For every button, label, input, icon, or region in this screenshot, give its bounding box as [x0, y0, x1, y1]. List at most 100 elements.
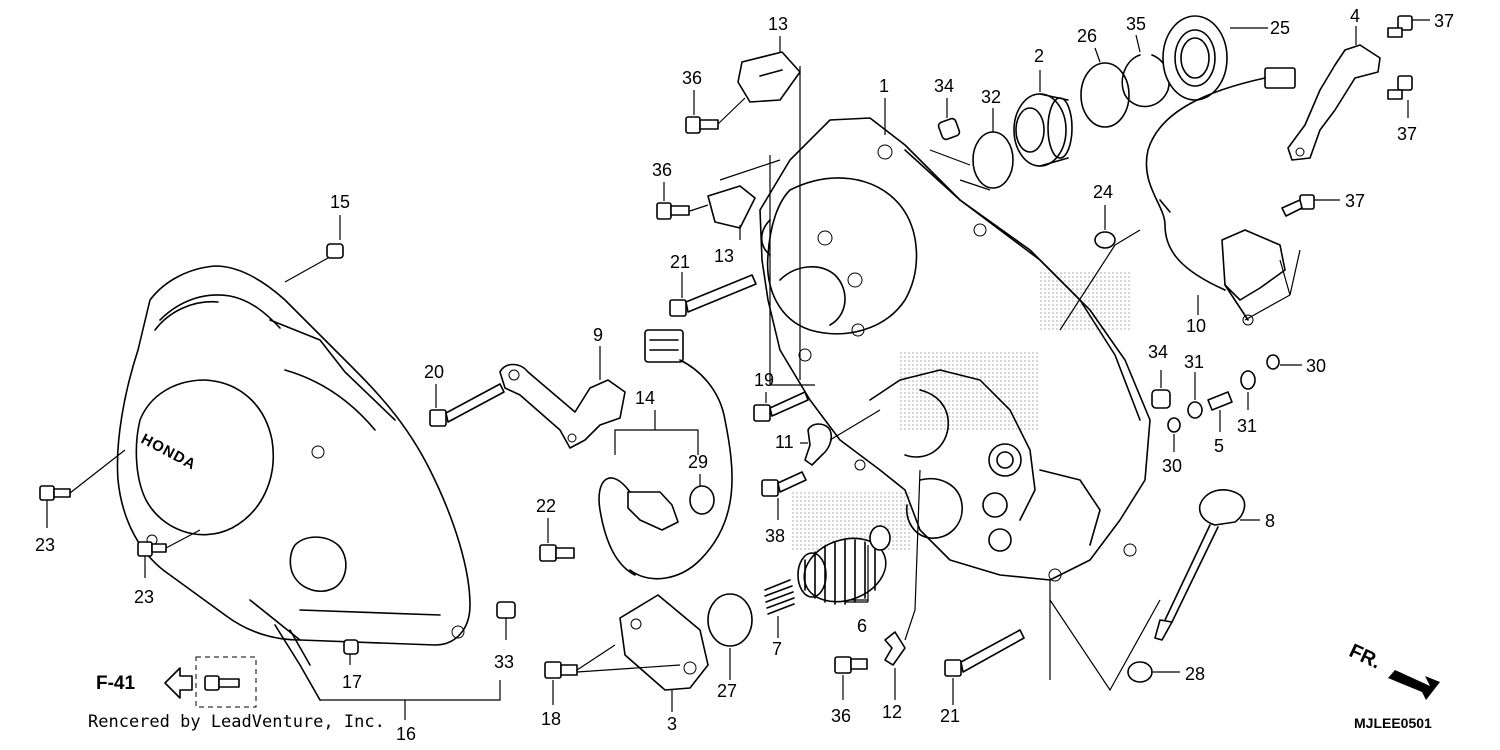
bolt-22[interactable]: [539, 518, 575, 562]
oil-filter-6[interactable]: [795, 525, 894, 613]
label-26: 26: [1077, 26, 1097, 46]
label-36-bottom: 36: [831, 706, 851, 726]
bracket-9[interactable]: [499, 346, 626, 449]
label-3: 3: [667, 714, 677, 734]
outer-cover[interactable]: HONDA: [116, 265, 471, 646]
part-11[interactable]: [800, 409, 881, 466]
bolt-5[interactable]: [1207, 391, 1233, 432]
label-2: 2: [1034, 46, 1044, 66]
label-22: 22: [536, 496, 556, 516]
bolt-37-top[interactable]: [1387, 15, 1430, 38]
label-37-lower: 37: [1345, 191, 1365, 211]
label-8: 8: [1265, 511, 1275, 531]
label-7: 7: [772, 639, 782, 659]
o-ring-29[interactable]: [689, 474, 715, 515]
label-23-upper: 23: [35, 535, 55, 555]
label-34-right: 34: [1148, 342, 1168, 362]
bracket-13-upper[interactable]: [737, 36, 801, 380]
label-16: 16: [396, 724, 416, 744]
label-35: 35: [1126, 14, 1146, 34]
label-9: 9: [593, 325, 603, 345]
sensor-10[interactable]: [1145, 67, 1301, 326]
clip-12[interactable]: [884, 469, 921, 700]
label-27: 27: [717, 681, 737, 701]
label-31-right: 31: [1237, 416, 1257, 436]
label-12: 12: [882, 702, 902, 722]
label-4: 4: [1350, 6, 1360, 26]
sensor-14[interactable]: [598, 329, 733, 580]
label-31-top: 31: [1184, 352, 1204, 372]
washer-31-left[interactable]: [1187, 372, 1203, 419]
o-ring-32[interactable]: [972, 108, 1014, 189]
label-14: 14: [635, 388, 655, 408]
label-28: 28: [1185, 664, 1205, 684]
bolt-37-middle[interactable]: [1387, 75, 1413, 118]
label-38: 38: [765, 526, 785, 546]
dipstick-8[interactable]: [1154, 489, 1260, 641]
bracket-4[interactable]: [1287, 26, 1381, 161]
bolt-20[interactable]: [429, 383, 505, 427]
label-36-middle: 36: [652, 160, 672, 180]
diagram-code: MJLEE0501: [1354, 715, 1432, 731]
dowel-pin-34-upper[interactable]: [937, 98, 961, 141]
label-6: 6: [857, 616, 867, 636]
bolt-15[interactable]: [284, 215, 344, 283]
bolt-38[interactable]: [761, 471, 807, 520]
label-33: 33: [494, 652, 514, 672]
bolt-36-lower[interactable]: [834, 656, 868, 700]
spring-7[interactable]: [764, 579, 795, 638]
front-arrow-icon: [1388, 670, 1440, 700]
label-20: 20: [424, 362, 444, 382]
label-37-middle: 37: [1397, 124, 1417, 144]
o-ring-26[interactable]: [1080, 47, 1130, 128]
bolt-21-upper[interactable]: [669, 272, 757, 317]
bolt-36-upper[interactable]: [685, 90, 746, 134]
label-5: 5: [1214, 436, 1224, 456]
label-19: 19: [754, 370, 774, 390]
label-24: 24: [1093, 182, 1113, 202]
bracket-16[interactable]: [274, 624, 501, 720]
washer-30-right[interactable]: [1266, 354, 1302, 370]
washer-31-right[interactable]: [1240, 370, 1256, 410]
label-29: 29: [688, 452, 708, 472]
dowel-34-right[interactable]: [1151, 370, 1171, 409]
o-ring-28[interactable]: [1127, 661, 1180, 683]
label-34-upper: 34: [934, 76, 954, 96]
label-13-upper: 13: [768, 14, 788, 34]
label-25: 25: [1270, 18, 1290, 38]
reference-box: [164, 656, 257, 708]
dowel-24[interactable]: [1059, 205, 1141, 331]
bolt-19[interactable]: [753, 391, 809, 422]
o-ring-27[interactable]: [707, 593, 753, 680]
label-1: 1: [879, 76, 889, 96]
bearing-25[interactable]: [1162, 15, 1268, 101]
label-23-lower: 23: [134, 587, 154, 607]
label-10: 10: [1186, 316, 1206, 336]
reference-label: F-41: [96, 673, 136, 694]
label-36-top: 36: [682, 68, 702, 88]
bolt-21-lower[interactable]: [944, 629, 1025, 705]
bolt-36-middle[interactable]: [656, 182, 709, 220]
filter-cover-3[interactable]: [619, 594, 709, 712]
bolt-23-upper[interactable]: [39, 449, 126, 528]
label-21-lower: 21: [940, 706, 960, 726]
bolt-37-lower[interactable]: [1281, 194, 1340, 217]
bolt-18[interactable]: [544, 644, 681, 705]
label-17: 17: [342, 672, 362, 692]
label-11: 11: [775, 432, 794, 452]
label-32: 32: [981, 87, 1001, 107]
washer-30-left[interactable]: [1167, 417, 1181, 452]
label-13-lower: 13: [714, 246, 734, 266]
label-18: 18: [541, 709, 561, 729]
bolt-23-lower[interactable]: [137, 529, 201, 578]
label-30-right: 30: [1306, 356, 1326, 376]
label-21-upper: 21: [670, 252, 690, 272]
label-37-top: 37: [1434, 11, 1454, 31]
label-30-left: 30: [1162, 456, 1182, 476]
dowel-17[interactable]: [343, 639, 359, 665]
oil-pump-rotor-2[interactable]: [1013, 70, 1073, 167]
callout-labels: 1 2 3 4 5 6 7 8 9 10 11 12 13 13 14 15 1…: [35, 6, 1454, 744]
label-15: 15: [330, 192, 350, 212]
collar-33[interactable]: [496, 601, 516, 640]
